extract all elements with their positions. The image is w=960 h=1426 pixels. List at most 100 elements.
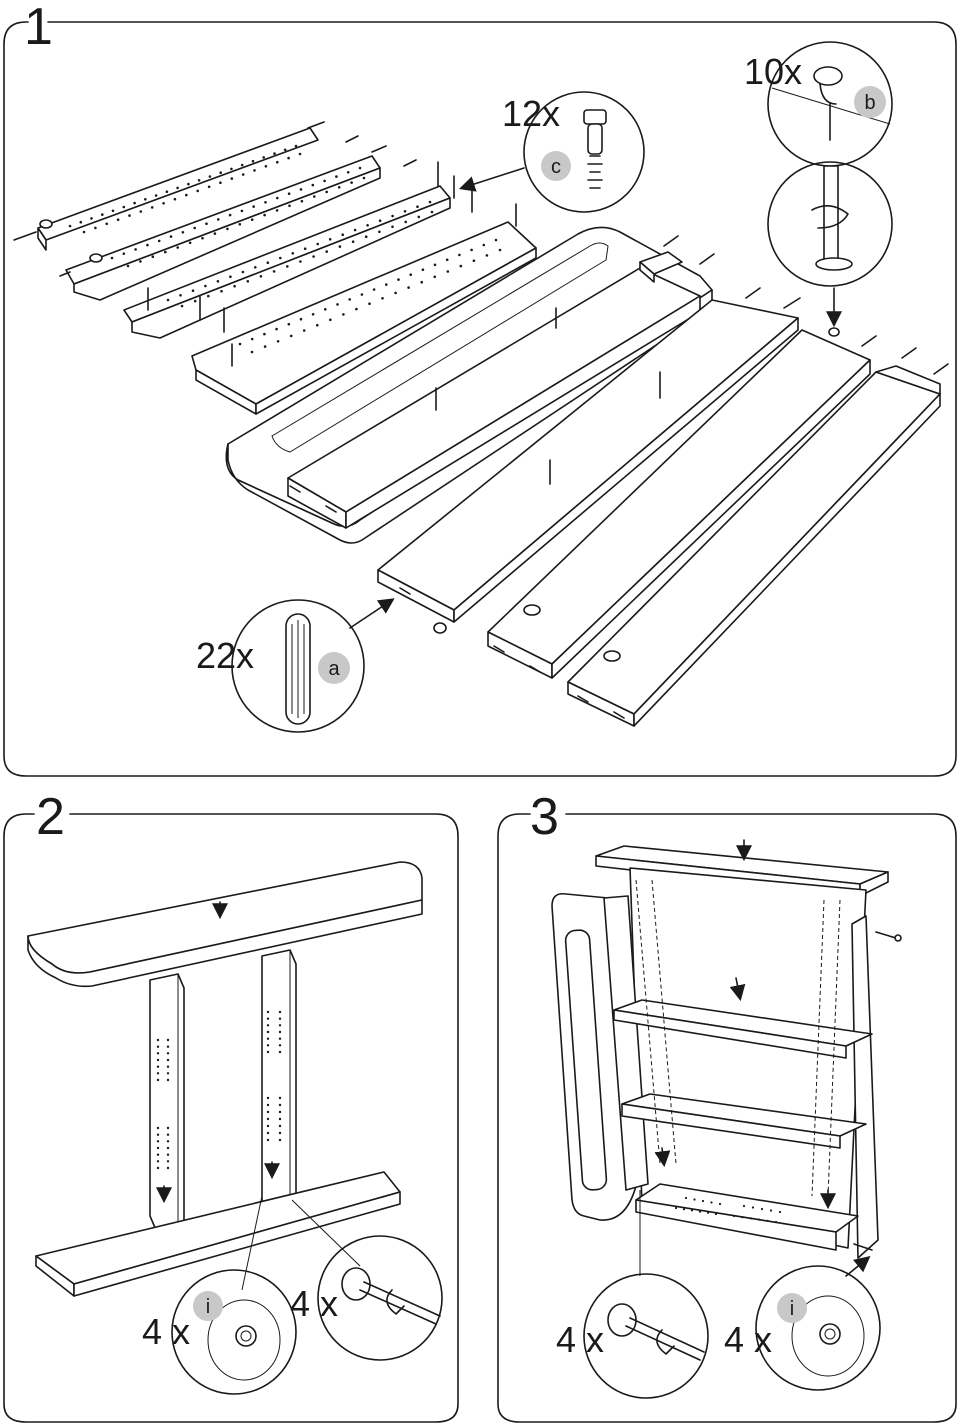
hole-dot: [250, 337, 254, 341]
hole-dot: [156, 1166, 160, 1170]
hole-dot: [329, 318, 332, 322]
hole-dot: [162, 202, 165, 205]
hole-dot: [391, 214, 394, 218]
hole-dot: [229, 275, 232, 279]
hole-dot: [266, 1050, 270, 1054]
hole-dot: [706, 1211, 710, 1214]
hole-dot: [291, 252, 295, 255]
hole-dot: [156, 1072, 160, 1075]
hole-dot: [298, 152, 302, 156]
hole-dot: [166, 1166, 170, 1170]
hole-dot: [207, 294, 210, 298]
hole-dot: [266, 1044, 270, 1047]
hole-dot: [674, 1206, 678, 1210]
hole-dot: [205, 222, 208, 225]
hole-dot: [278, 1037, 282, 1040]
step-3-part-label-i: i: [790, 1298, 794, 1320]
hole-dot: [166, 1058, 170, 1062]
hole-dot: [166, 1045, 170, 1048]
hole-dot: [166, 1140, 170, 1143]
hole-dot: [312, 255, 315, 258]
hole-dot: [348, 298, 352, 301]
hole-dot: [266, 1030, 270, 1034]
hole-dot: [150, 206, 154, 209]
step-1-hole-rows: [68, 144, 502, 354]
hole-dot: [714, 1212, 718, 1216]
hole-dot: [173, 197, 177, 201]
hole-dot: [394, 291, 397, 295]
hole-dot: [246, 280, 250, 283]
step-2-frame: 2: [3, 788, 459, 1423]
hole-dot: [774, 1220, 778, 1224]
hole-dot: [156, 1140, 160, 1143]
hole-dot: [139, 210, 143, 213]
hole-dot: [266, 1024, 270, 1027]
hole-dot: [250, 218, 254, 221]
hole-dot: [278, 1010, 282, 1014]
hole-dot: [110, 256, 114, 260]
hole-dot: [201, 236, 204, 240]
hole-dot: [338, 245, 342, 248]
hole-dot: [289, 334, 293, 338]
hole-dot: [287, 322, 291, 326]
screwdriver-detail: [767, 161, 893, 287]
hole-dot: [166, 1078, 170, 1082]
hole-dot: [166, 298, 170, 302]
quantity-22x: 22x: [196, 635, 254, 676]
hole-dot: [241, 270, 245, 274]
hole-dot: [263, 213, 266, 217]
hole-dot: [353, 228, 357, 232]
hole-dot: [157, 239, 161, 243]
hole-dot: [101, 213, 104, 216]
hole-dot: [283, 148, 287, 152]
step-2-assembly: [27, 861, 423, 1297]
hole-dot: [751, 1206, 755, 1209]
hole-dot: [278, 1124, 282, 1128]
hole-dot: [470, 248, 473, 252]
hole-dot: [313, 195, 316, 198]
hole-dot: [428, 200, 432, 204]
hole-dot: [368, 302, 371, 306]
hole-dot: [337, 186, 341, 189]
hole-dot: [299, 188, 303, 191]
hole-dot: [230, 177, 234, 180]
hole-dot: [151, 255, 155, 258]
hole-dot: [226, 227, 229, 231]
hole-dot: [278, 1117, 282, 1121]
part-tag-b-icon: [854, 86, 886, 118]
hole-dot: [241, 173, 245, 176]
hole-dot: [278, 1110, 282, 1114]
hole-dot: [266, 1124, 270, 1128]
hole-dot: [278, 1103, 282, 1107]
hole-dot: [278, 1044, 282, 1047]
hole-dot: [693, 1198, 696, 1201]
step-3-quantity-left: 4 x: [556, 1319, 604, 1360]
step-3-quantity-right: 4 x: [724, 1319, 772, 1360]
hole-dot: [216, 280, 220, 283]
hole-dot: [166, 1038, 170, 1042]
hole-dot: [228, 213, 232, 217]
callout-cam-bolt-c: c 12x: [458, 91, 645, 213]
quantity-12x: 12x: [502, 93, 560, 134]
hole-dot: [191, 289, 195, 293]
hole-dot: [134, 248, 137, 251]
hole-dot: [238, 223, 242, 226]
hole-dot: [266, 1096, 270, 1100]
hole-dot: [94, 226, 97, 230]
hole-dot: [266, 1117, 270, 1121]
hole-dot: [68, 224, 72, 228]
hole-dot: [278, 1138, 282, 1142]
hole-dot: [264, 201, 267, 204]
hole-dot: [316, 323, 319, 327]
hole-dot: [417, 215, 421, 219]
hole-dot: [166, 1065, 170, 1068]
hole-dot: [684, 1196, 688, 1200]
hole-dot: [133, 201, 136, 205]
hole-dot: [409, 273, 413, 277]
hole-dot: [682, 1208, 686, 1211]
hole-dot: [494, 238, 498, 242]
hole-dot: [311, 313, 315, 316]
hole-dot: [420, 280, 424, 284]
hole-dot: [278, 1096, 282, 1100]
hole-dot: [126, 264, 130, 268]
